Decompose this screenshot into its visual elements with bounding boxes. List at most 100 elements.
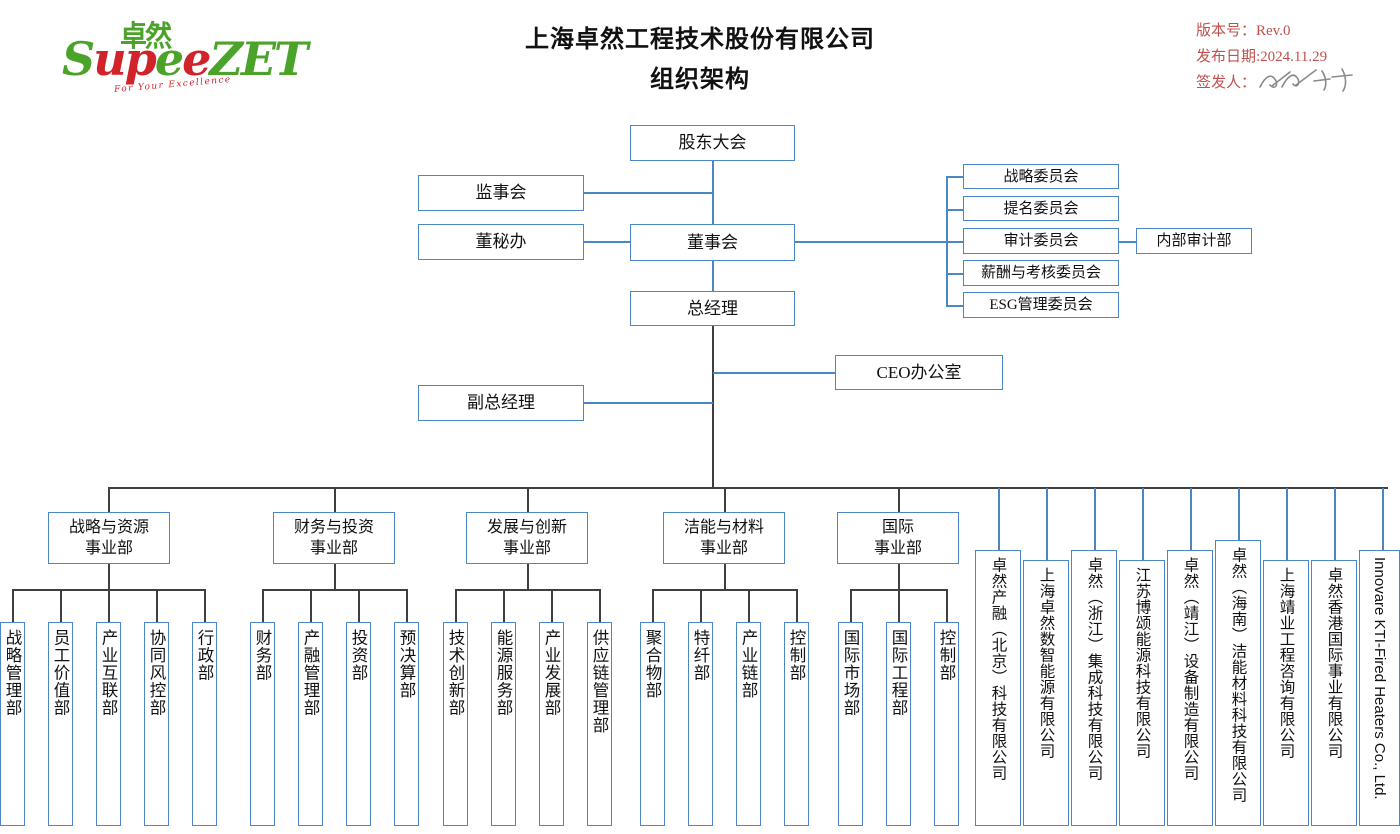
line-dept-1-2 [358,589,360,622]
bus-division-2 [455,589,600,591]
node-department-0-0[interactable]: 战略管理部 [0,622,25,826]
line-gm-to-deputy [584,402,713,404]
line-dept-1-3 [406,589,408,622]
node-committee-compensation[interactable]: 薪酬与考核委员会 [963,260,1119,286]
node-department-0-2[interactable]: 产业互联部 [96,622,121,826]
node-department-2-1[interactable]: 能源服务部 [491,622,516,826]
node-division-1[interactable]: 财务与投资事业部 [273,512,395,564]
node-board-of-directors[interactable]: 董事会 [630,224,795,261]
line-committee-0 [946,176,964,178]
line-bus-to-division-2 [527,487,529,512]
node-internal-audit-department[interactable]: 内部审计部 [1136,228,1252,254]
node-subsidiary-8[interactable]: Innovare KTI-Fired Heaters Co., Ltd. [1359,550,1400,826]
line-committee-1 [946,209,964,211]
node-subsidiary-4[interactable]: 卓然（靖江）设备制造有限公司 [1167,550,1213,826]
division-3-line1: 洁能与材料 [683,519,764,536]
node-division-3[interactable]: 洁能与材料事业部 [663,512,785,564]
node-committee-audit[interactable]: 审计委员会 [963,228,1119,254]
line-audit-to-internal-audit [1118,241,1136,243]
line-bus-to-division-1 [334,487,336,512]
division-0-line2: 事业部 [84,540,133,557]
node-department-4-1[interactable]: 国际工程部 [886,622,911,826]
node-division-4[interactable]: 国际事业部 [837,512,959,564]
division-4-line1: 国际 [881,519,914,536]
page-title-line1: 上海卓然工程技术股份有限公司 [525,27,875,53]
node-subsidiary-3[interactable]: 江苏博颂能源科技有限公司 [1119,560,1165,826]
document-metadata: 版本号：Rev.0 发布日期:2024.11.29 签发人： [1196,18,1360,96]
bus-division-3 [652,589,797,591]
line-dept-1-1 [310,589,312,622]
line-board-to-committee-bus [795,241,847,243]
node-supervisory-board[interactable]: 监事会 [418,175,584,211]
line-dept-2-0 [455,589,457,622]
issuer-label: 签发人： [1196,75,1257,91]
node-department-2-2[interactable]: 产业发展部 [539,622,564,826]
line-sub-1 [1046,488,1048,560]
line-dept-3-1 [700,589,702,622]
division-3-line2: 事业部 [699,540,748,557]
node-department-2-3[interactable]: 供应链管理部 [587,622,612,826]
line-dept-3-2 [748,589,750,622]
node-division-2[interactable]: 发展与创新事业部 [466,512,588,564]
node-subsidiary-2[interactable]: 卓然（浙江）集成科技有限公司 [1071,550,1117,826]
division-0-line1: 战略与资源 [68,519,149,536]
line-committee-3 [946,273,964,275]
line-gm-spine [712,326,714,488]
page-title-line2: 组织架构 [650,67,750,93]
line-dept-0-3 [156,589,158,622]
division-2-line1: 发展与创新 [486,519,567,536]
node-department-3-0[interactable]: 聚合物部 [640,622,665,826]
node-committee-esg[interactable]: ESG管理委员会 [963,292,1119,318]
line-bus-to-division-0 [108,487,110,512]
line-bus-to-division-4 [898,487,900,512]
division-4-line2: 事业部 [873,540,922,557]
line-division-0-down [108,564,110,589]
node-department-4-2[interactable]: 控制部 [934,622,959,826]
logo-wordmark: SupeeZET [62,32,308,86]
line-dept-3-0 [652,589,654,622]
node-board-secretary-office[interactable]: 董秘办 [418,224,584,260]
node-shareholders-meeting[interactable]: 股东大会 [630,125,795,161]
node-subsidiary-5[interactable]: 卓然（海南）洁能材料科技有限公司 [1215,540,1261,826]
node-department-3-1[interactable]: 特纤部 [688,622,713,826]
node-subsidiary-7[interactable]: 卓然香港国际事业有限公司 [1311,560,1357,826]
version-row: 版本号：Rev.0 [1196,23,1291,39]
node-general-manager[interactable]: 总经理 [630,291,795,326]
line-division-1-down [334,564,336,589]
line-sub-8 [1382,488,1384,550]
node-department-1-2[interactable]: 投资部 [346,622,371,826]
node-department-2-0[interactable]: 技术创新部 [443,622,468,826]
line-dept-0-2 [108,589,110,622]
node-subsidiary-1[interactable]: 上海卓然数智能源有限公司 [1023,560,1069,826]
node-department-0-3[interactable]: 协同风控部 [144,622,169,826]
line-sub-0 [998,488,1000,550]
line-committee-2 [946,241,964,243]
node-subsidiary-6[interactable]: 上海靖业工程咨询有限公司 [1263,560,1309,826]
node-department-4-0[interactable]: 国际市场部 [838,622,863,826]
division-2-line2: 事业部 [502,540,551,557]
node-subsidiary-0[interactable]: 卓然产融（北京）科技有限公司 [975,550,1021,826]
node-committee-nomination[interactable]: 提名委员会 [963,196,1119,221]
line-dept-2-3 [599,589,601,622]
node-department-3-3[interactable]: 控制部 [784,622,809,826]
line-dept-0-1 [60,589,62,622]
node-division-0[interactable]: 战略与资源事业部 [48,512,170,564]
line-dept-4-2 [946,589,948,622]
company-logo: 卓然 SupeeZET For Your Excellence [62,14,308,100]
node-department-0-1[interactable]: 员工价值部 [48,622,73,826]
line-dept-2-1 [503,589,505,622]
line-sub-6 [1286,488,1288,560]
node-ceo-office[interactable]: CEO办公室 [835,355,1003,390]
node-committee-strategy[interactable]: 战略委员会 [963,164,1119,189]
line-dept-1-0 [262,589,264,622]
main-bus-bar [108,487,1388,489]
node-department-3-2[interactable]: 产业链部 [736,622,761,826]
node-department-0-4[interactable]: 行政部 [192,622,217,826]
node-deputy-general-manager[interactable]: 副总经理 [418,385,584,421]
node-department-1-0[interactable]: 财务部 [250,622,275,826]
node-department-1-1[interactable]: 产融管理部 [298,622,323,826]
node-department-1-3[interactable]: 预决算部 [394,622,419,826]
line-sub-2 [1094,488,1096,550]
line-sub-3 [1142,488,1144,560]
committee-bus-stub [847,241,947,243]
